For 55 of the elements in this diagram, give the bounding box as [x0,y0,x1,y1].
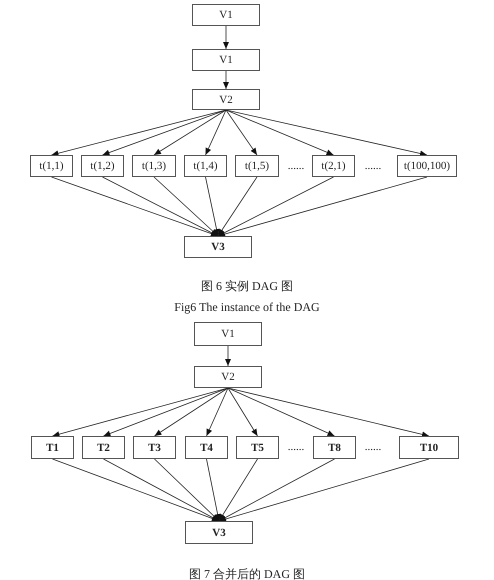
process-box: T5 [236,436,279,459]
process-box: t(1,2) [81,155,124,177]
arrow [154,458,220,522]
arrow [154,176,218,236]
figure-caption: 图 7 合并后的 DAG 图 [189,566,305,580]
arrow [218,176,258,236]
arrow [226,110,334,156]
ellipsis-text: ...... [288,160,304,172]
arrow [103,388,228,436]
arrow [102,110,226,156]
process-box: T2 [82,436,125,459]
ellipsis-text: ...... [364,160,382,172]
process-box: V1 [194,322,262,346]
arrow [218,458,258,522]
arrow [226,110,258,156]
figure-caption: Fig6 The instance of the DAG [174,300,320,315]
arrow [154,388,228,436]
arrow [205,110,226,156]
process-box: T8 [313,436,356,459]
process-box: t(1,1) [30,155,73,177]
ellipsis-text: ...... [364,441,382,453]
arrow [228,388,258,436]
process-box: t(1,4) [184,155,227,177]
process-box: T1 [31,436,74,459]
process-box: V2 [194,366,262,388]
arrow [228,388,430,438]
ellipsis-text: ...... [288,441,304,453]
arrow [218,458,430,522]
process-box: V1 [192,4,260,26]
arrow [51,110,226,156]
arrow [206,458,221,522]
figure-caption: 图 6 实例 DAG 图 [201,278,293,295]
arrow [223,70,229,90]
process-box: V3 [184,236,252,258]
process-box: t(1,5) [235,155,279,177]
arrow [226,110,428,156]
arrow [205,176,220,236]
arrow [223,26,229,50]
process-box: t(2,1) [312,155,355,177]
arrow [218,176,428,237]
process-box: V3 [185,521,253,544]
process-box: T3 [133,436,176,459]
arrow [154,110,226,156]
arrow [206,388,228,436]
arrow [52,388,228,438]
arrow [218,458,335,522]
arrow [225,346,231,366]
process-box: V2 [192,89,260,110]
process-box: T4 [185,436,228,459]
process-box: t(100,100) [397,155,457,177]
arrow [228,388,335,436]
process-box: t(1,3) [132,155,176,177]
arrow [218,176,334,236]
process-box: T10 [399,436,459,459]
process-box: V1 [192,49,260,71]
